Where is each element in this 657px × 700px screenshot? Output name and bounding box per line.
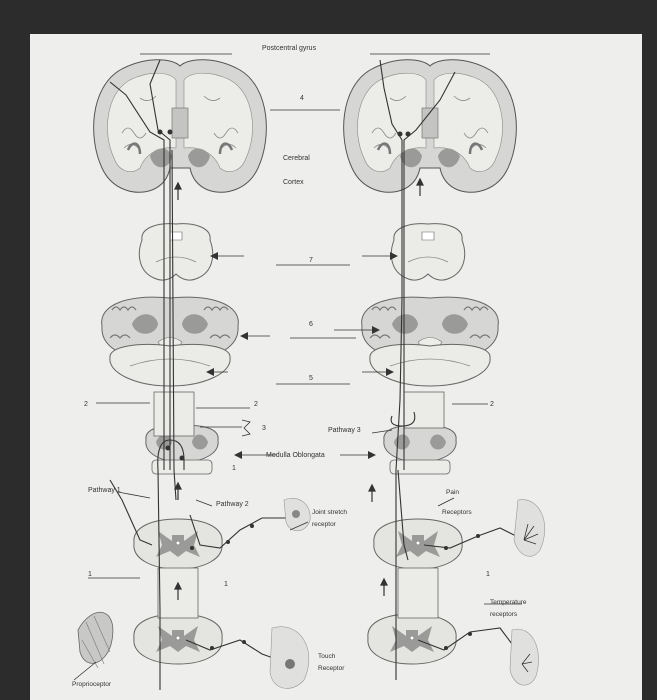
left-cord-upper (133, 518, 223, 570)
label-pathway-3: Pathway 3 (328, 427, 361, 434)
right-cord-lower (367, 613, 457, 665)
left-midbrain (138, 223, 214, 281)
label-7: 7 (309, 257, 313, 264)
label-5: 5 (309, 375, 313, 382)
label-temperature: Temperature (490, 599, 527, 606)
label-cortex: Cortex (283, 179, 304, 186)
label-postcentral-gyrus: Postcentral gyrus (262, 45, 317, 52)
label-3: 3 (262, 425, 266, 432)
temperature-receptors (509, 628, 539, 686)
label-cerebral: Cerebral (283, 155, 310, 162)
label-medulla-oblongata: Medulla Oblongata (266, 452, 325, 459)
label-joint-stretch: Joint stretch (312, 509, 347, 516)
label-1-right: 1 (486, 571, 490, 578)
label-4: 4 (300, 95, 304, 102)
right-cord-upper (373, 518, 463, 570)
label-pain: Pain (446, 489, 459, 496)
label-receptors: Receptors (442, 509, 472, 516)
label-pathway-1: Pathway 1 (88, 487, 121, 494)
label-joint-receptor: receptor (312, 521, 337, 528)
label-6: 6 (309, 321, 313, 328)
label-proprioceptor: Proprioceptor (72, 681, 112, 688)
synapse-dots (157, 129, 480, 650)
left-cord-lower (133, 613, 223, 665)
label-touch: Touch (318, 653, 336, 660)
touch-receptor-skin (269, 626, 310, 689)
pain-receptors (513, 499, 545, 557)
joint-stretch-receptor (283, 498, 311, 532)
label-1-mid: 1 (224, 581, 228, 588)
label-1-left: 1 (88, 571, 92, 578)
up-arrows (174, 177, 424, 600)
spinal-columns (153, 391, 445, 619)
label-pathway-2: Pathway 2 (216, 501, 249, 508)
label-temperature-receptors: receptors (490, 611, 518, 618)
label-2-mid: 2 (254, 401, 258, 408)
label-touch-receptor: Receptor (318, 665, 345, 672)
right-medulla-oblongata (383, 425, 457, 475)
right-tracts (379, 59, 525, 680)
proprioceptor-muscle (77, 612, 114, 669)
leader-arrowheads (206, 252, 398, 459)
label-1-small: 1 (232, 465, 236, 472)
label-2-left: 2 (84, 401, 88, 408)
label-2-right: 2 (490, 401, 494, 408)
